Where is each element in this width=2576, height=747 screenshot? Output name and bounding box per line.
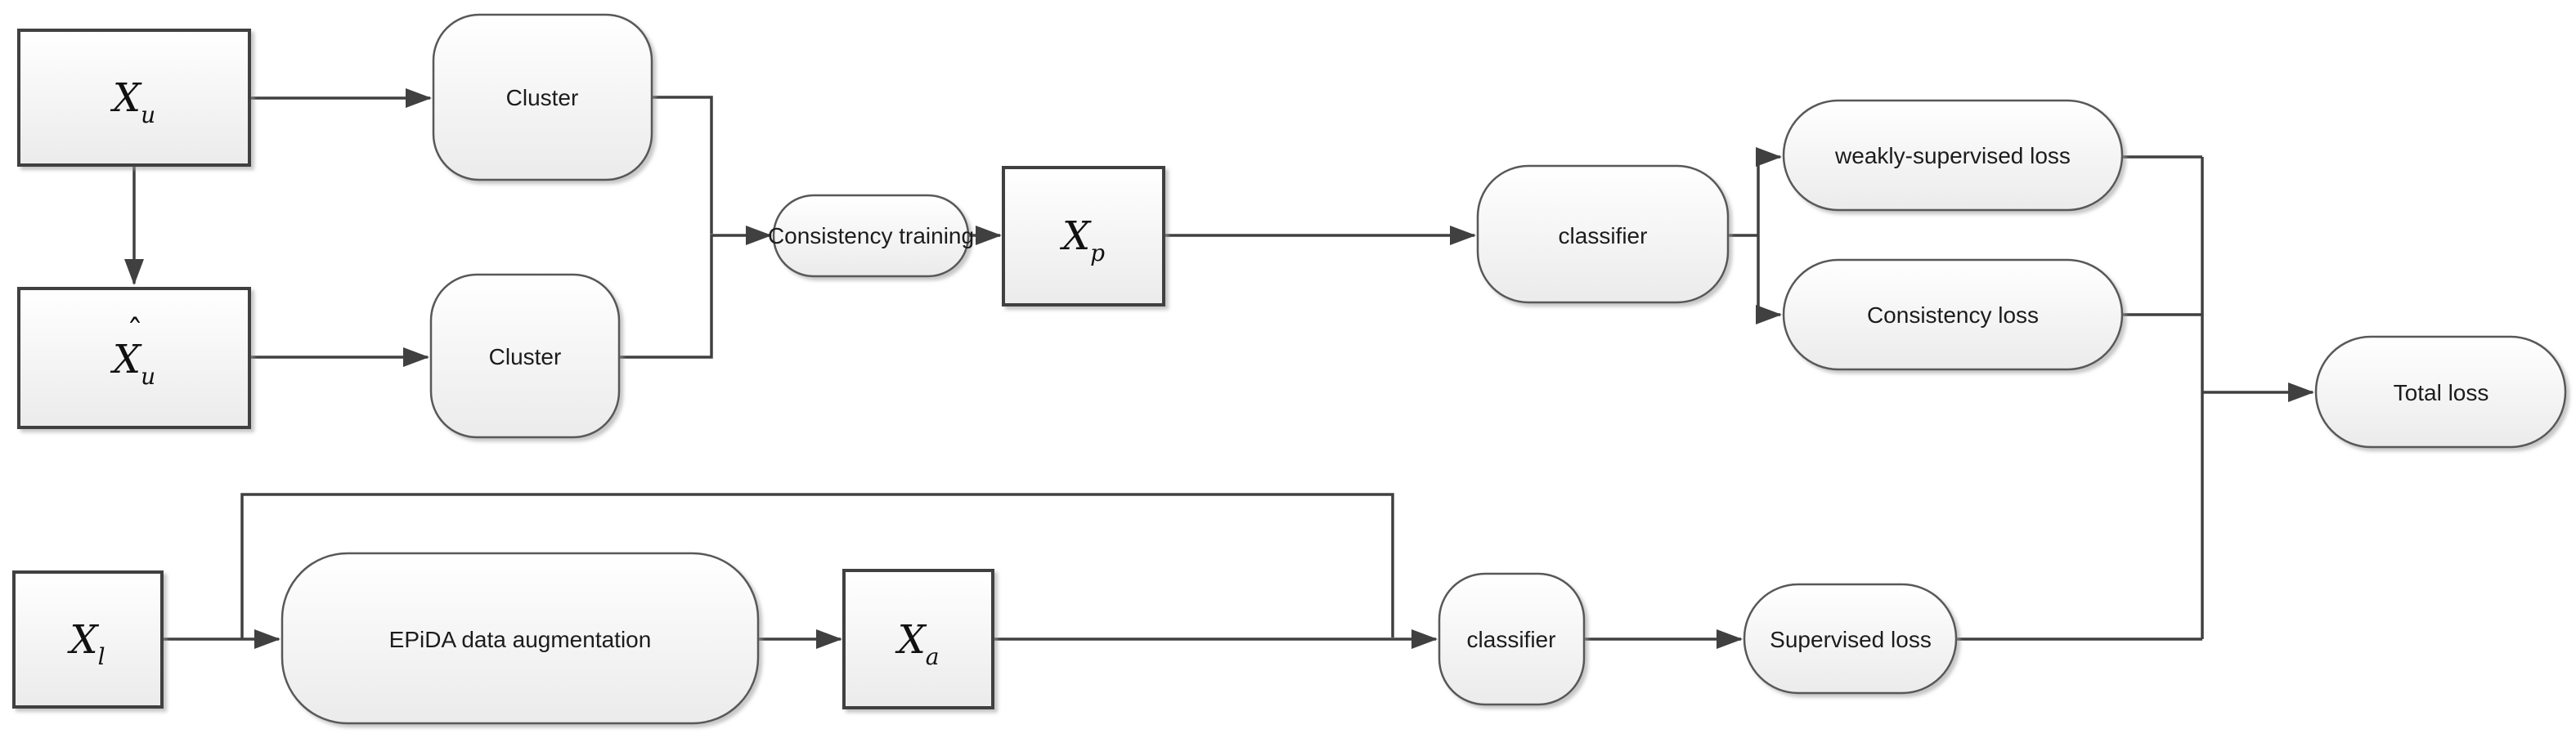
epida-label: EPiDA data augmentation xyxy=(389,627,652,652)
classifier-top-label: classifier xyxy=(1559,223,1648,248)
node-total-loss: Total loss xyxy=(2314,335,2567,449)
node-classifier-top: classifier xyxy=(1476,164,1730,304)
edge-cluster-bottom-to-consistency-training xyxy=(619,226,772,359)
cluster-top-shape xyxy=(432,13,653,181)
total-loss-shape xyxy=(2314,335,2567,449)
classifier-bottom-shape xyxy=(1438,572,1586,706)
edge-cluster-top-merge xyxy=(652,96,713,234)
node-weakly-supervised-loss: weakly-supervised loss xyxy=(1782,99,2124,212)
classifier-top-shape xyxy=(1476,164,1730,304)
node-xu-hat: ˆ Xu xyxy=(17,287,251,429)
consistency-loss-shape xyxy=(1782,258,2124,371)
node-cluster-bottom: Cluster xyxy=(429,273,621,439)
xu-hat-accent: ˆ xyxy=(127,314,143,351)
cluster-top-label: Cluster xyxy=(506,85,579,110)
xp-label: Xp xyxy=(1059,213,1105,266)
node-xp: Xp xyxy=(1002,166,1165,306)
xu-box xyxy=(17,29,251,167)
node-cluster-top: Cluster xyxy=(432,13,653,181)
edge-xl-bypass-to-classifier-bottom xyxy=(240,493,1394,639)
weakly-supervised-loss-shape xyxy=(1782,99,2124,212)
node-xu: Xu xyxy=(17,29,251,167)
xa-box xyxy=(842,569,994,709)
cluster-bottom-shape xyxy=(429,273,621,439)
supervised-loss-label: Supervised loss xyxy=(1770,627,1932,652)
xu-hat-label: Xu xyxy=(110,337,155,390)
weakly-supervised-loss-label: weakly-supervised loss xyxy=(1834,143,2071,168)
node-xl: Xl xyxy=(12,570,164,709)
xa-label: Xa xyxy=(895,617,940,670)
consistency-training-shape xyxy=(772,194,970,278)
classifier-bottom-label: classifier xyxy=(1467,627,1556,652)
xl-box xyxy=(12,570,164,709)
xl-label: Xl xyxy=(66,617,105,670)
xu-label: Xu xyxy=(110,75,155,128)
cluster-bottom-label: Cluster xyxy=(489,344,562,369)
node-consistency-loss: Consistency loss xyxy=(1782,258,2124,371)
xp-box xyxy=(1002,166,1165,306)
consistency-loss-label: Consistency loss xyxy=(1867,302,2039,328)
supervised-loss-shape xyxy=(1743,583,1958,695)
node-supervised-loss: Supervised loss xyxy=(1743,583,1958,695)
edge-branch-to-weakly-loss xyxy=(1756,147,1782,235)
total-loss-label: Total loss xyxy=(2394,380,2489,405)
node-consistency-training: Consistency training xyxy=(768,194,974,278)
node-classifier-bottom: classifier xyxy=(1438,572,1586,706)
epida-shape xyxy=(280,552,760,725)
edge-branch-to-consistency-loss xyxy=(1756,235,1782,324)
node-epida: EPiDA data augmentation xyxy=(280,552,760,725)
node-xa: Xa xyxy=(842,569,994,709)
xu-hat-box xyxy=(17,287,251,429)
consistency-training-label: Consistency training xyxy=(768,223,974,248)
connectors xyxy=(124,88,2314,649)
